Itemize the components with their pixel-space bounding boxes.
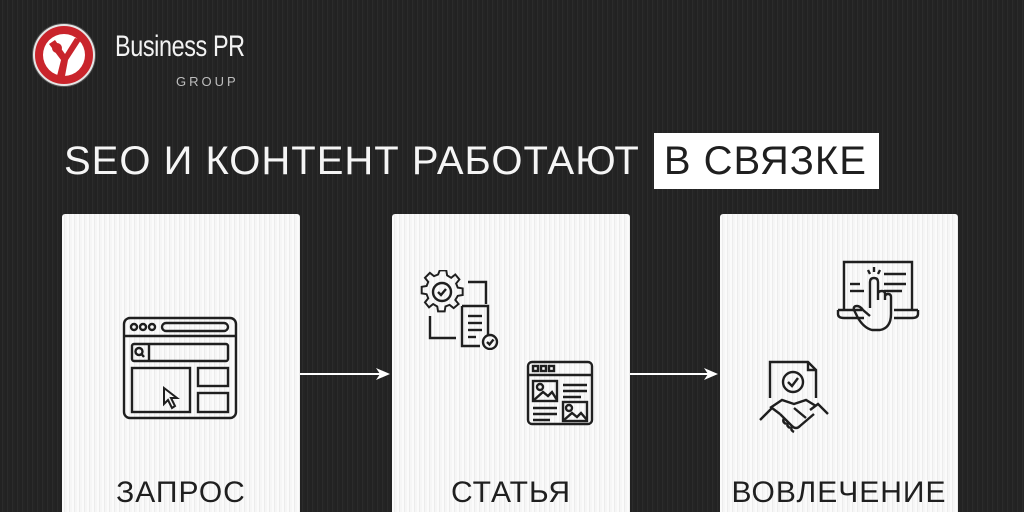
arrow-right-icon	[300, 367, 392, 381]
gear-document-check-icon	[420, 270, 508, 350]
laptop-touch-icon	[836, 260, 920, 332]
arrow-right-icon	[630, 367, 720, 381]
logo-subtitle: GROUP	[176, 74, 239, 89]
step-card-request: ЗАПРОС	[62, 214, 300, 512]
handshake-contract-icon	[758, 358, 830, 442]
step-label: ВОВЛЕЧЕНИЕ	[731, 476, 947, 509]
step-label: ЗАПРОС	[116, 476, 246, 509]
browser-search-click-icon	[122, 316, 238, 420]
step-label: СТАТЬЯ	[451, 476, 571, 509]
step-card-engagement: ВОВЛЕЧЕНИЕ	[720, 214, 958, 512]
page-title: SEO И КОНТЕНТ РАБОТАЮТ В СВЯЗКЕ	[64, 133, 879, 189]
step-card-article: СТАТЬЯ	[392, 214, 630, 512]
webpage-layout-images-icon	[526, 360, 594, 426]
headline-text: SEO И КОНТЕНТ РАБОТАЮТ	[64, 138, 640, 183]
company-logo: Business PR GROUP	[33, 24, 273, 96]
headline-highlight: В СВЯЗКЕ	[653, 133, 879, 189]
logo-title: Business PR	[115, 30, 245, 63]
logo-mark-icon	[33, 24, 95, 86]
